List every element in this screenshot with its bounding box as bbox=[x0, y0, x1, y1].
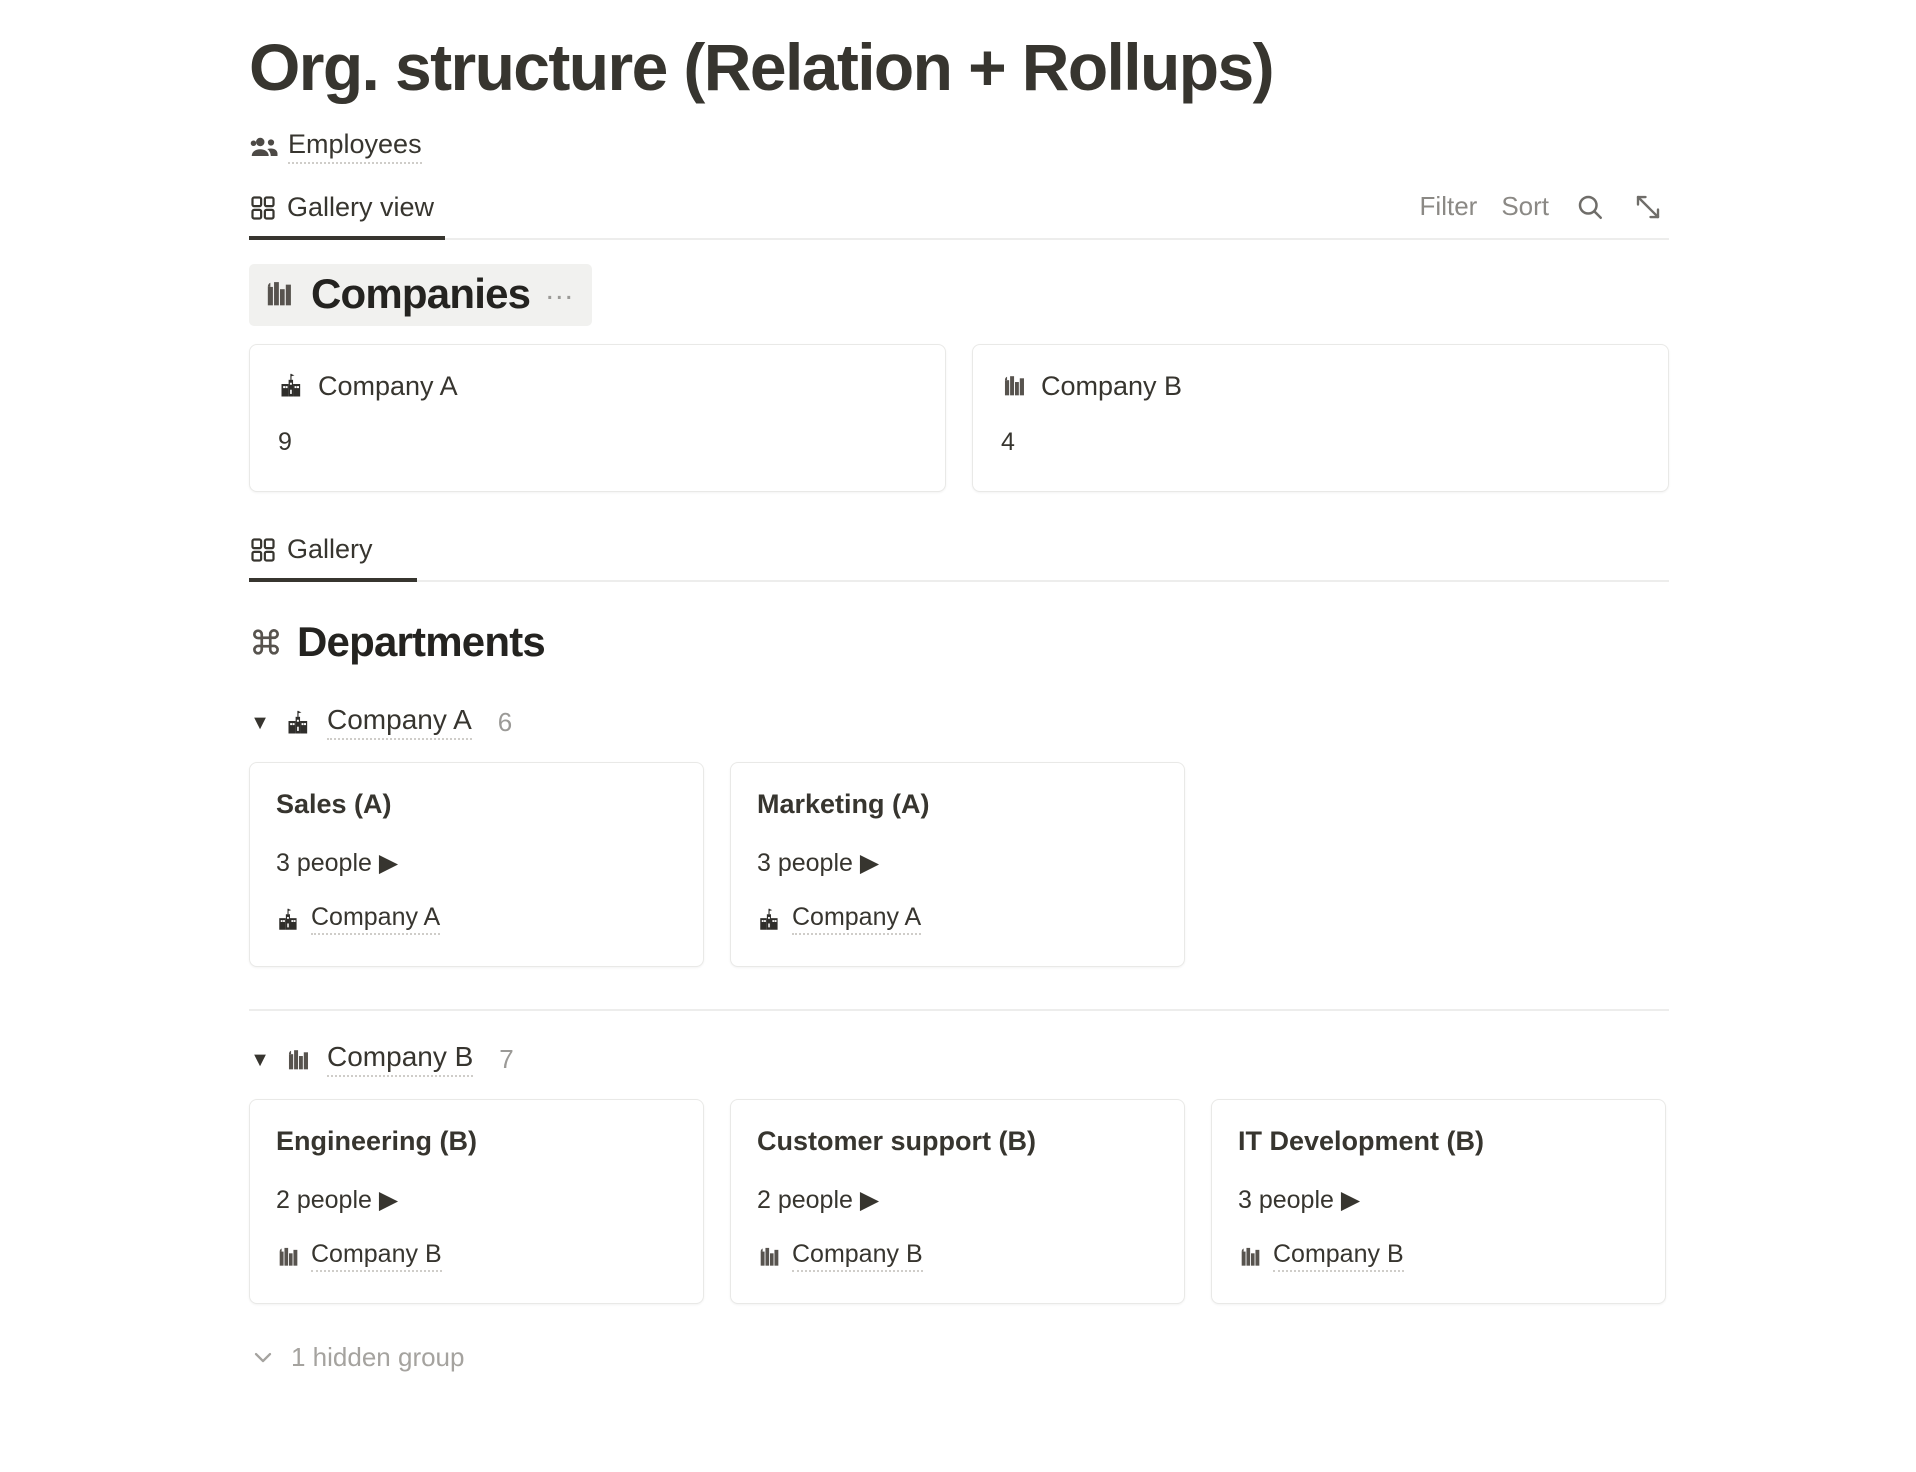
school-building-icon bbox=[278, 372, 306, 400]
section-title-companies: Companies bbox=[311, 269, 531, 317]
city-buildings-icon bbox=[1238, 1244, 1264, 1270]
companies-card-row: Company A 9 Company B 4 bbox=[249, 343, 1669, 492]
hidden-group-toggle[interactable]: 1 hidden group bbox=[249, 1342, 1669, 1373]
department-card-relation-label: Company A bbox=[792, 903, 922, 936]
source-database-label: Employees bbox=[288, 129, 422, 164]
group-count: 7 bbox=[499, 1044, 514, 1075]
people-group-icon bbox=[249, 132, 279, 162]
group-toggle-caret[interactable]: ▼ bbox=[250, 711, 270, 734]
school-building-icon bbox=[757, 907, 783, 933]
department-card-relation[interactable]: Company A bbox=[757, 903, 1158, 936]
sort-button[interactable]: Sort bbox=[1501, 191, 1549, 222]
page-content: Org. structure (Relation + Rollups) Empl… bbox=[249, 0, 1669, 1373]
city-buildings-icon bbox=[1001, 372, 1029, 400]
tab-gallery-view-label: Gallery view bbox=[287, 192, 435, 223]
company-card-title-row: Company A bbox=[278, 371, 917, 402]
group-toggle-caret[interactable]: ▼ bbox=[250, 1048, 270, 1071]
search-icon[interactable] bbox=[1573, 190, 1607, 224]
department-card[interactable]: IT Development (B) 3 people ▶ Company B bbox=[1211, 1098, 1666, 1304]
department-card-relation-label: Company B bbox=[792, 1240, 923, 1273]
department-card[interactable]: Engineering (B) 2 people ▶ Company B bbox=[249, 1098, 704, 1304]
expand-diagonal-arrows-icon[interactable] bbox=[1631, 190, 1665, 224]
department-card-people[interactable]: 3 people ▶ bbox=[276, 848, 399, 877]
department-card[interactable]: Customer support (B) 2 people ▶ Company … bbox=[730, 1098, 1185, 1304]
school-building-icon bbox=[285, 709, 313, 737]
group-label: Company A bbox=[327, 705, 472, 741]
department-card-title: Customer support (B) bbox=[757, 1125, 1036, 1156]
department-card-people[interactable]: 2 people ▶ bbox=[276, 1185, 399, 1214]
school-building-icon bbox=[276, 907, 302, 933]
chevron-down-icon bbox=[249, 1343, 277, 1371]
group-label: Company B bbox=[327, 1042, 474, 1078]
gallery-grid-icon bbox=[249, 536, 277, 564]
view-toolbar: Gallery view Filter Sort bbox=[249, 186, 1669, 240]
group-header-company-a[interactable]: ▼ Company A 6 bbox=[249, 702, 1669, 744]
department-card-title: Engineering (B) bbox=[276, 1125, 477, 1156]
department-card-title: Marketing (A) bbox=[757, 788, 930, 819]
department-card[interactable]: Marketing (A) 3 people ▶ bbox=[730, 761, 1185, 967]
city-buildings-icon bbox=[263, 277, 297, 311]
tab-gallery-label: Gallery bbox=[287, 534, 373, 565]
source-database-link[interactable]: Employees bbox=[249, 129, 1669, 164]
hidden-group-label: 1 hidden group bbox=[291, 1341, 465, 1372]
city-buildings-icon bbox=[276, 1244, 302, 1270]
company-card-title-row: Company B bbox=[1001, 371, 1640, 402]
group-divider bbox=[249, 1008, 1669, 1011]
tab-gallery-view[interactable]: Gallery view bbox=[249, 188, 434, 228]
department-card-relation[interactable]: Company A bbox=[276, 903, 677, 936]
command-place-icon bbox=[249, 625, 283, 659]
group-header-company-b[interactable]: ▼ Company B 7 bbox=[249, 1039, 1669, 1081]
section-header-companies[interactable]: Companies … bbox=[249, 263, 593, 326]
tab-active-underline bbox=[249, 235, 445, 240]
department-card-relation[interactable]: Company B bbox=[276, 1240, 677, 1273]
section-header-departments[interactable]: Departments bbox=[249, 612, 561, 674]
company-card-title: Company B bbox=[1041, 370, 1183, 401]
department-card-relation-label: Company A bbox=[311, 903, 441, 936]
department-card-row: Engineering (B) 2 people ▶ Company B Cus… bbox=[249, 1098, 1669, 1304]
department-card-relation[interactable]: Company B bbox=[1238, 1240, 1639, 1273]
group-count: 6 bbox=[497, 707, 513, 738]
section-title-departments: Departments bbox=[297, 617, 546, 665]
company-card[interactable]: Company B 4 bbox=[972, 343, 1669, 492]
departments-view-toolbar: Gallery bbox=[249, 528, 1669, 582]
view-toolbar-actions: Filter Sort bbox=[1420, 190, 1665, 224]
department-card-row: Sales (A) 3 people ▶ bbox=[249, 761, 1669, 967]
company-card-value: 9 bbox=[278, 427, 292, 456]
tab-active-underline bbox=[249, 577, 417, 582]
department-card-people[interactable]: 3 people ▶ bbox=[1238, 1185, 1361, 1214]
department-card-relation[interactable]: Company B bbox=[757, 1240, 1158, 1273]
company-card[interactable]: Company A 9 bbox=[249, 343, 946, 492]
company-card-title: Company A bbox=[318, 370, 458, 401]
city-buildings-icon bbox=[757, 1244, 783, 1270]
city-buildings-icon bbox=[285, 1046, 313, 1074]
department-card-people[interactable]: 3 people ▶ bbox=[757, 848, 880, 877]
company-card-value: 4 bbox=[1001, 427, 1015, 456]
department-card-people[interactable]: 2 people ▶ bbox=[757, 1185, 880, 1214]
filter-button[interactable]: Filter bbox=[1419, 191, 1478, 222]
department-card-relation-label: Company B bbox=[1273, 1240, 1404, 1273]
tab-gallery[interactable]: Gallery bbox=[249, 530, 373, 570]
department-card-relation-label: Company B bbox=[311, 1240, 442, 1273]
tab-underline bbox=[249, 237, 1669, 240]
department-card[interactable]: Sales (A) 3 people ▶ bbox=[249, 761, 704, 967]
section-menu-icon[interactable]: … bbox=[544, 272, 577, 306]
department-card-title: IT Development (B) bbox=[1238, 1125, 1485, 1156]
page-title: Org. structure (Relation + Rollups) bbox=[249, 30, 1275, 104]
tab-underline bbox=[249, 579, 1669, 582]
department-card-title: Sales (A) bbox=[276, 788, 392, 819]
gallery-grid-icon bbox=[249, 194, 277, 222]
